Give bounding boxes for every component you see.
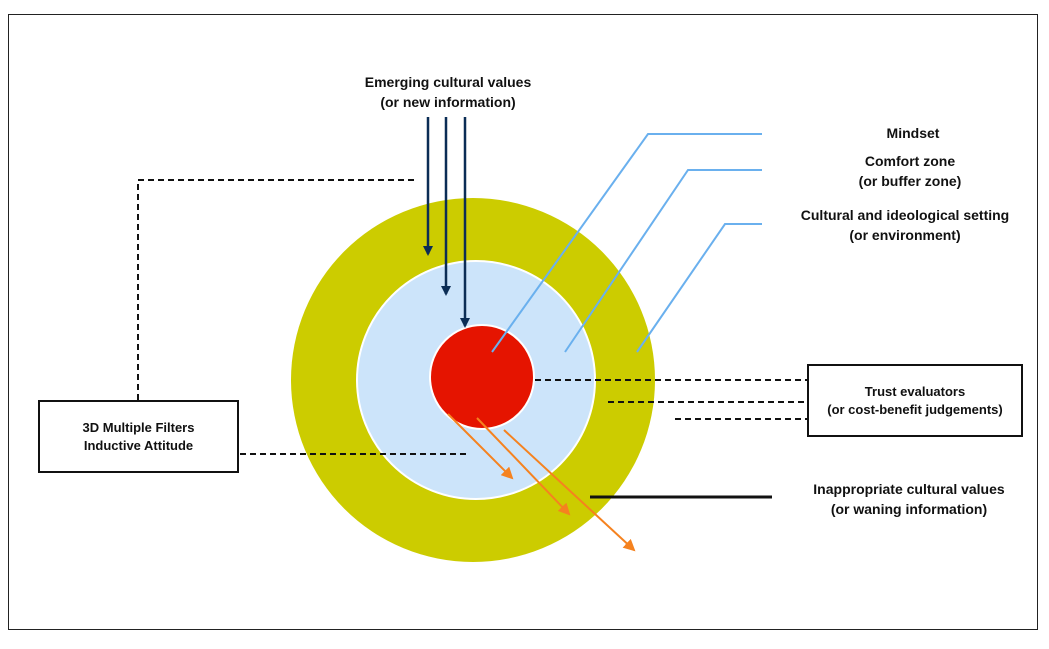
comfort-zone-label: Comfort zone (or buffer zone)	[820, 151, 1000, 191]
setting-leader	[636, 223, 762, 353]
inappropriate-values-label: Inappropriate cultural values (or waning…	[778, 479, 1040, 519]
filters-line1: 3D Multiple Filters	[82, 419, 195, 435]
trust-evaluators-box: Trust evaluators (or cost-benefit judgem…	[807, 364, 1023, 437]
outgoing-arrow-3	[503, 429, 636, 552]
comfort-leader	[564, 169, 762, 353]
outgoing-arrows	[447, 413, 636, 552]
diagram-frame	[8, 14, 1038, 630]
comfort-zone-line2: (or buffer zone)	[858, 173, 962, 189]
cultural-setting-line1: Cultural and ideological setting	[800, 207, 1010, 223]
comfort-zone-line1: Comfort zone	[864, 153, 956, 169]
emerging-values-line1: Emerging cultural values	[364, 74, 532, 90]
filters-line2: Inductive Attitude	[83, 437, 194, 453]
inappropriate-values-line2: (or waning information)	[830, 501, 988, 517]
cultural-setting-line2: (or environment)	[849, 227, 961, 243]
trust-evaluators-line1: Trust evaluators	[864, 383, 966, 399]
leader-lines	[491, 133, 762, 353]
outgoing-arrow-1	[447, 413, 514, 480]
emerging-values-label: Emerging cultural values (or new informa…	[330, 72, 566, 112]
filters-box: 3D Multiple Filters Inductive Attitude	[38, 400, 239, 473]
filters-connector-top	[137, 179, 415, 400]
cultural-setting-label: Cultural and ideological setting (or env…	[770, 205, 1040, 245]
mindset-label-text: Mindset	[886, 125, 940, 141]
emerging-values-line2: (or new information)	[380, 94, 516, 110]
mindset-leader	[491, 133, 762, 353]
trust-evaluators-line2: (or cost-benefit judgements)	[827, 401, 1003, 417]
inappropriate-values-line1: Inappropriate cultural values	[813, 481, 1005, 497]
dashed-connectors	[137, 179, 808, 455]
outgoing-arrow-2	[476, 417, 571, 516]
incoming-arrows	[423, 117, 470, 328]
mindset-circle	[429, 324, 535, 430]
mindset-label: Mindset	[840, 123, 986, 143]
